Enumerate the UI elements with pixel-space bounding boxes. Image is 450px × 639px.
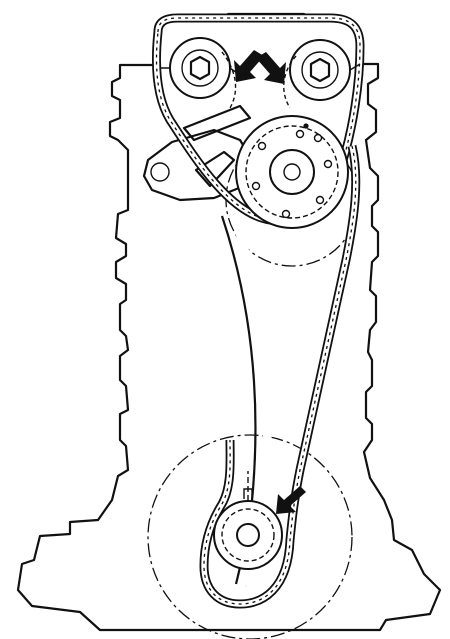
engine-block-outline (16, 62, 442, 632)
crank-pulley-outline (147, 434, 353, 639)
tensioner-arm (182, 104, 252, 142)
intermediate-sprocket (235, 115, 349, 229)
timing-mark-arrow-crank (276, 486, 306, 514)
intake-cam-sprocket (160, 37, 245, 99)
timing-mark-arrow-intake (234, 50, 264, 82)
crankshaft-sprocket (213, 471, 283, 570)
tensioner-plunger (194, 150, 236, 188)
tensioner-bolt (150, 162, 170, 182)
exhaust-cam-sprocket (289, 39, 361, 101)
timing-chain-lower (199, 144, 361, 609)
timing-mark-arrow-exhaust (256, 52, 286, 84)
